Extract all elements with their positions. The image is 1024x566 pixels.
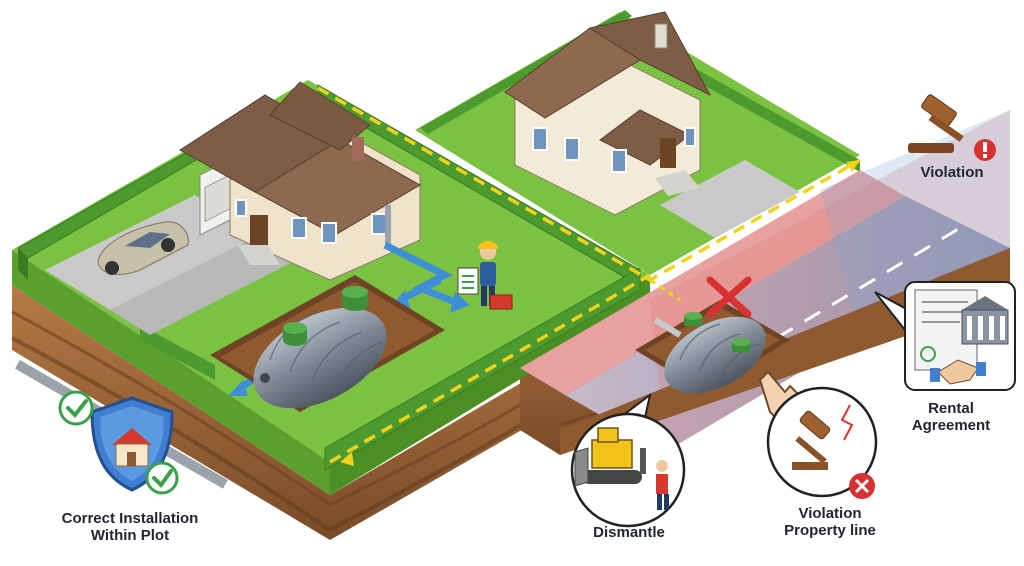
left-house xyxy=(179,81,422,281)
gavel-icon xyxy=(908,94,964,153)
inspector-worker xyxy=(457,240,513,310)
label-correct-installation: Correct Installation Within Plot xyxy=(61,510,199,544)
label-rental-agreement: Rental Agreement xyxy=(911,400,991,434)
check-icon xyxy=(58,390,94,426)
property-line xyxy=(317,86,861,466)
clipboard-icon xyxy=(457,267,479,295)
right-house xyxy=(504,11,712,216)
label-violation-property-line: Violation Property line xyxy=(784,505,876,539)
check-icon xyxy=(145,461,179,495)
violation-icon-group xyxy=(908,94,996,161)
x-mark-icon xyxy=(849,473,875,499)
rental-agreement-bubble xyxy=(874,281,1016,391)
correct-tank xyxy=(210,275,445,412)
house-icon xyxy=(112,428,152,467)
building-icon xyxy=(961,296,1009,345)
warning-icon xyxy=(974,139,996,161)
label-violation: Violation xyxy=(920,164,984,181)
dismantle-bubble xyxy=(570,392,686,528)
violating-tank xyxy=(635,300,790,394)
toolbox-icon xyxy=(489,294,513,310)
violation-property-bubble xyxy=(766,386,878,499)
x-mark-icon xyxy=(706,276,752,318)
bulldozer-icon xyxy=(574,427,646,487)
gavel-icon xyxy=(792,410,831,470)
label-dismantle: Dismantle xyxy=(593,524,665,541)
handshake-icon xyxy=(930,359,986,385)
car xyxy=(97,221,189,275)
